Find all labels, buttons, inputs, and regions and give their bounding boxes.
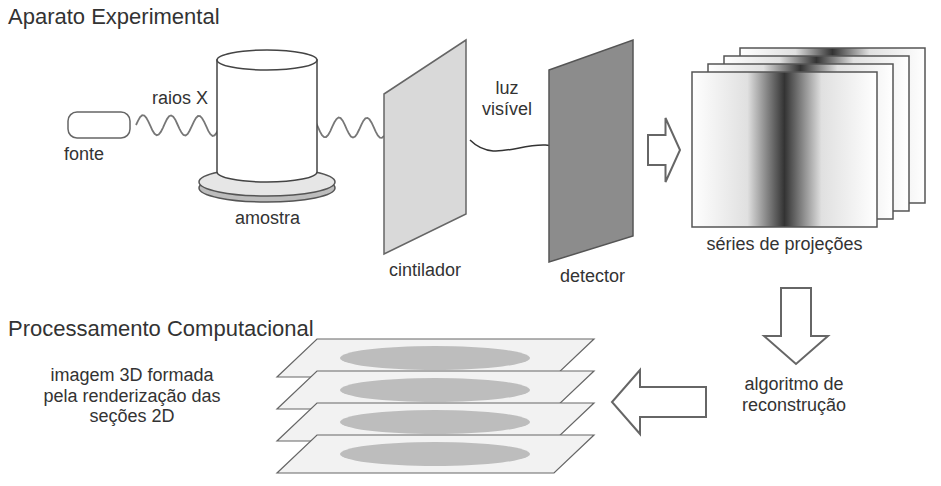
section-title: Processamento Computacional xyxy=(8,316,314,341)
projection-frame xyxy=(692,72,877,227)
flow-arrow xyxy=(612,370,706,434)
edge-label: luz visível xyxy=(477,78,537,119)
sample-shape xyxy=(195,48,340,233)
scintillator-shape xyxy=(380,38,470,283)
slice-section xyxy=(340,442,530,466)
sample-top xyxy=(217,50,317,70)
node-label: fonte xyxy=(64,144,132,165)
detector: detector xyxy=(545,38,640,289)
node-label: imagem 3D formada pela renderização das … xyxy=(12,365,252,427)
reconstruction-algorithm: algoritmo de reconstrução xyxy=(714,372,874,422)
node-label: detector xyxy=(545,266,640,287)
detector-panel xyxy=(549,40,633,262)
node-label: cintilador xyxy=(375,260,475,281)
flow-arrow xyxy=(764,288,828,364)
node-label: algoritmo de reconstrução xyxy=(714,374,874,415)
slice-section xyxy=(340,378,530,402)
rendered-3d-image: imagem 3D formada pela renderização das … xyxy=(12,335,604,480)
flow-arrow xyxy=(648,118,680,182)
xray-source xyxy=(68,112,130,138)
sample: amostra xyxy=(195,48,340,233)
projection-series: séries de projeções xyxy=(688,48,933,280)
node-label: amostra xyxy=(195,208,340,229)
detector-shape xyxy=(545,38,640,288)
slice-section xyxy=(340,346,530,370)
xray-source: fonte xyxy=(62,110,134,168)
scintillator: cintilador xyxy=(380,38,470,283)
sample-cylinder xyxy=(217,60,317,182)
edge-label: raios X xyxy=(150,88,210,109)
section-title: Aparato Experimental xyxy=(8,4,220,29)
slice-plane xyxy=(277,435,594,473)
scintillator-panel xyxy=(384,40,466,254)
node-label: séries de projeções xyxy=(692,234,877,255)
slice-section xyxy=(340,410,530,434)
